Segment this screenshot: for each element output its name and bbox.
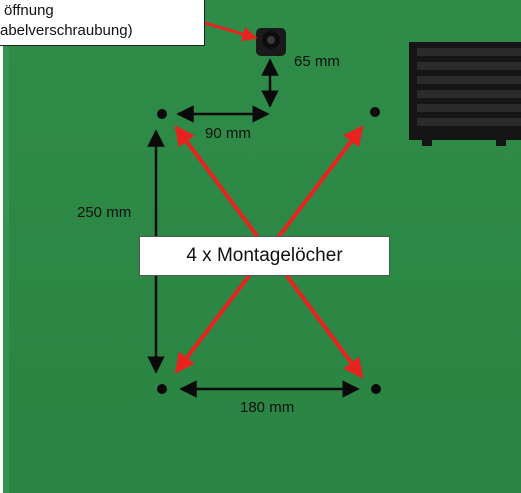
callout-line-2: abelverschraubung) xyxy=(0,22,133,39)
mounting-hole-bottom-right xyxy=(371,384,381,394)
dimension-label-180: 180 mm xyxy=(240,399,295,416)
dimension-label-90: 90 mm xyxy=(205,125,251,142)
callout-arrow xyxy=(204,21,258,42)
mounting-hole-bottom-left xyxy=(157,384,167,394)
mounting-holes-label: 4 x Montagelöcher xyxy=(186,245,343,266)
dimension-label-65: 65 mm xyxy=(294,53,340,70)
cable-gland-icon xyxy=(256,28,286,56)
mounting-holes-label-box: 4 x Montagelöcher xyxy=(139,236,390,276)
dimension-label-250: 250 mm xyxy=(77,204,132,221)
pcb-board-highlight xyxy=(3,0,9,493)
mounting-hole-top-right xyxy=(370,107,380,117)
mounting-hole-top-left xyxy=(157,109,167,119)
callout-box: öffnung abelverschraubung) xyxy=(0,0,205,46)
callout-line-1: öffnung xyxy=(4,2,54,19)
heatsink-icon xyxy=(409,42,521,146)
